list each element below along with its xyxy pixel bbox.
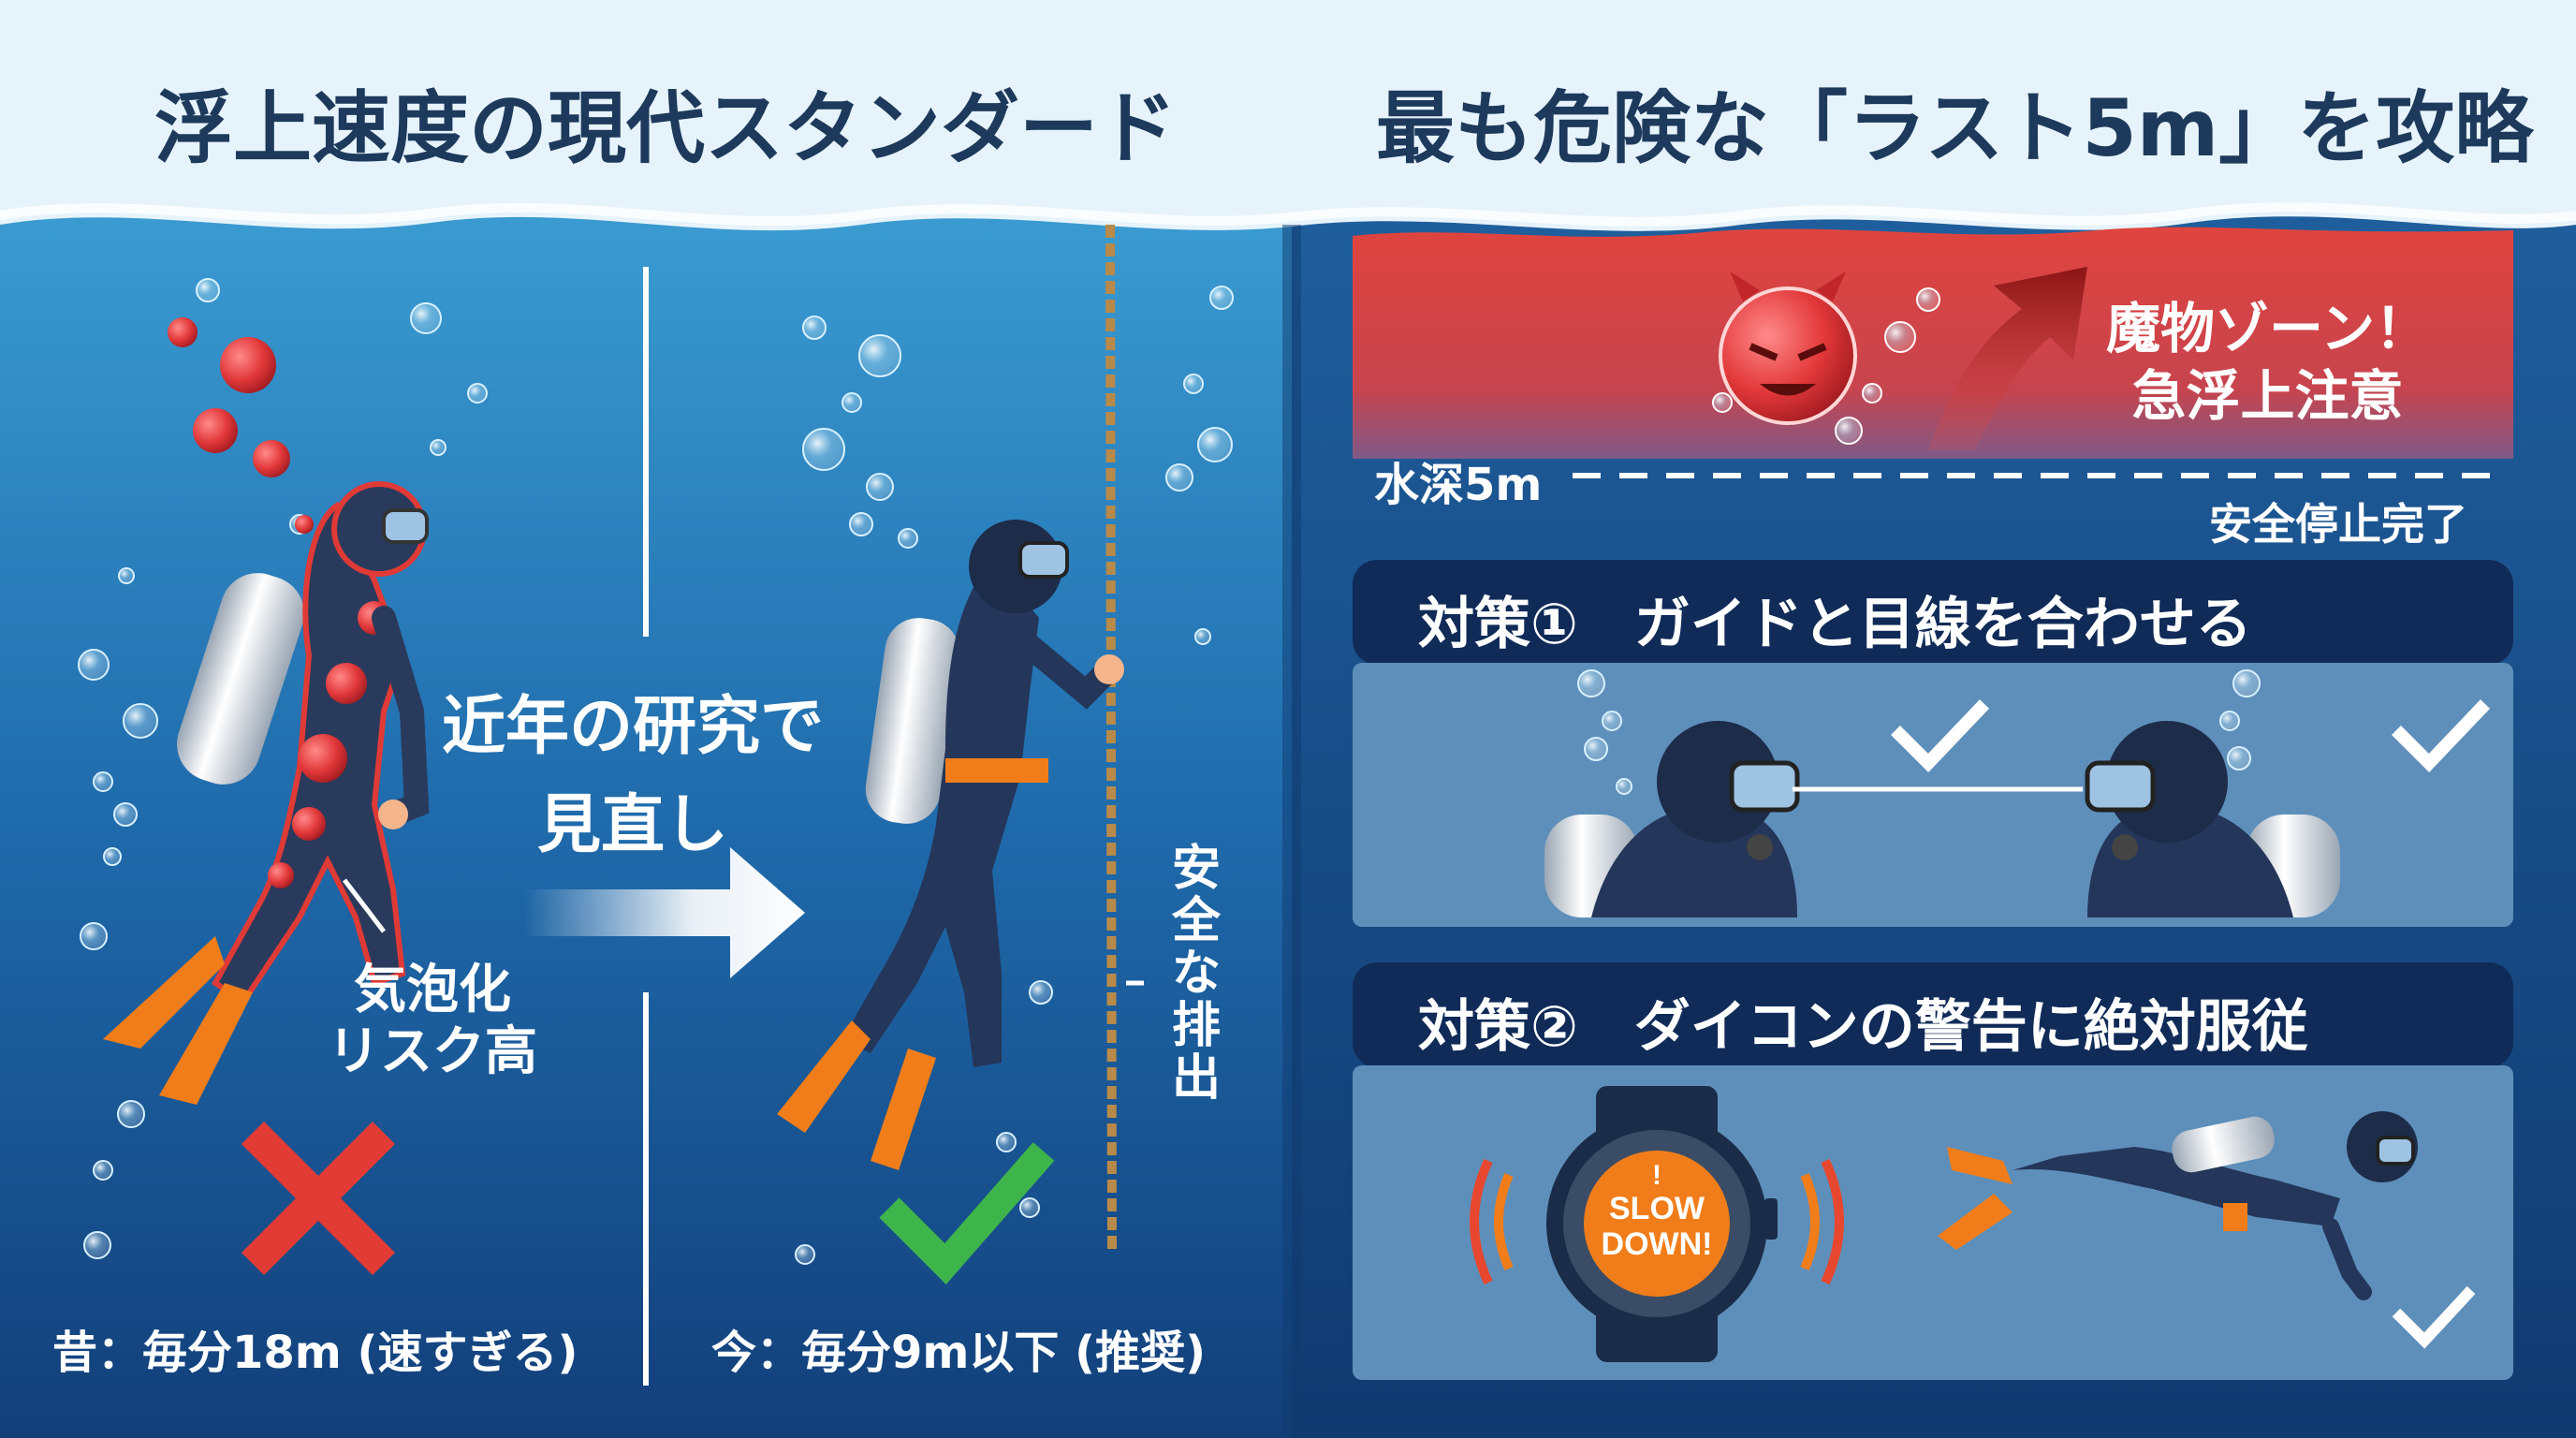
diver-icon (777, 520, 1124, 1170)
danger-zone-line1: 魔物ゾーン！ (2106, 297, 2430, 360)
measure1-banner (1353, 560, 2513, 665)
safe-discharge-char: 出 (1171, 1050, 1221, 1107)
left-panel-title: 浮上速度の現代スタンダード (154, 82, 1178, 174)
measure1-title: 対策① ガイドと目線を合わせる (1418, 592, 2252, 657)
watch-alert-mark: ! (1652, 1160, 1661, 1191)
diver-icon (1544, 721, 1800, 917)
cross-icon (241, 1121, 396, 1276)
dive-computer-icon (1470, 1086, 1844, 1362)
right-panel-title: 最も危険な「ラスト5m」を攻略 (1376, 82, 2534, 174)
safe-discharge-char: 安 (1171, 841, 1221, 897)
measure2-title: 対策② ダイコンの警告に絶対服従 (1418, 994, 2308, 1060)
safe-discharge-char: な (1171, 946, 1221, 1002)
rope-icon (1105, 224, 1117, 1255)
old-speed-caption: 昔：毎分18m (速すぎる) (52, 1327, 578, 1379)
bubble-icon (1577, 669, 2261, 795)
middle-text-line2: 見直し (537, 788, 729, 862)
safe-discharge-label: 安 全 な 排 出 (1168, 843, 1224, 1105)
bubble-icon (78, 278, 1234, 1265)
old-risk-line1: 気泡化 (354, 960, 511, 1020)
safety-stop-label: 安全停止完了 (2209, 499, 2467, 550)
diver-icon (1938, 1111, 2418, 1300)
old-risk-label: 気泡化 リスク高 (328, 960, 537, 1083)
old-risk-line2: リスク高 (328, 1021, 537, 1082)
watch-down-text: DOWN! (1601, 1226, 1713, 1262)
measure2-card (1353, 1065, 2513, 1380)
new-speed-caption: 今：毎分9m以下 (推奨) (711, 1327, 1207, 1379)
danger-zone-text: 魔物ゾーン！ 急浮上注意 (2106, 295, 2429, 430)
safe-discharge-char: 排 (1171, 998, 1221, 1054)
danger-zone (1353, 227, 2513, 459)
check-icon (879, 1142, 1055, 1284)
arrow-up-icon (1928, 267, 2087, 449)
label-pointer (343, 878, 386, 933)
arrow-right-icon (524, 847, 805, 978)
bubble-icon (168, 317, 314, 534)
safe-discharge-char: 全 (1171, 893, 1221, 949)
diver-icon (103, 481, 430, 1105)
diver-icon (2085, 721, 2340, 917)
check-icon (2392, 699, 2491, 773)
middle-text-line1: 近年の研究で (442, 690, 825, 764)
check-icon (1891, 699, 1990, 773)
devil-bubble-icon (1712, 271, 1940, 445)
panel-divider (1282, 225, 1301, 1438)
depth-label: 水深5m (1374, 459, 1543, 511)
check-icon (2392, 1285, 2476, 1349)
measure2-banner (1353, 962, 2513, 1067)
watch-display: ! SLOW DOWN! (1584, 1160, 1730, 1263)
watch-slow-text: SLOW (1609, 1191, 1705, 1226)
middle-text: 近年の研究で 見直し (442, 674, 824, 865)
danger-zone-line2: 急浮上注意 (2131, 364, 2404, 428)
